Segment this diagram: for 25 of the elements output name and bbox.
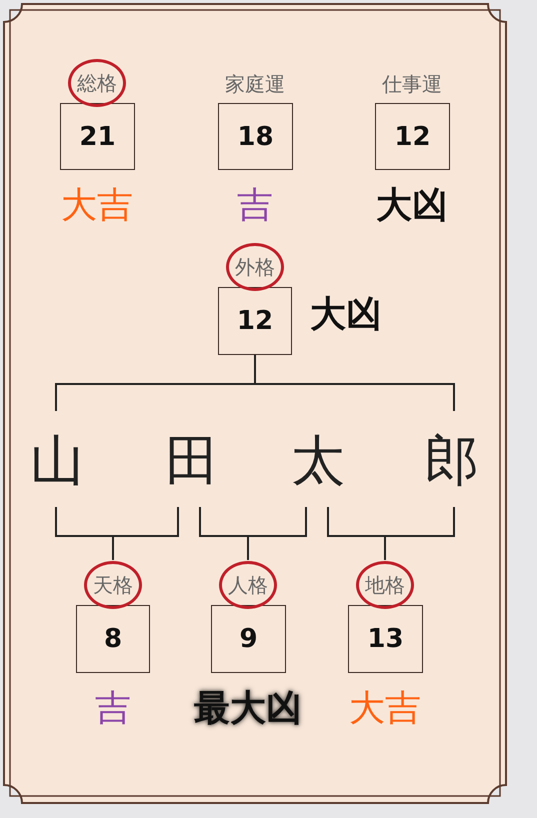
circled-heading: 地格 [356, 561, 414, 609]
name-character: 郎 [425, 434, 479, 488]
name-character: 山 [30, 434, 84, 488]
score-box: 8 [76, 605, 150, 673]
circled-heading: 外格 [226, 243, 284, 291]
fortune-label: 吉 [95, 691, 131, 727]
circled-heading: 天格 [84, 561, 142, 609]
fortune-label: 吉 [237, 188, 273, 224]
fortune-label: 大吉 [61, 188, 133, 224]
fortune-label: 大凶 [376, 188, 448, 224]
circled-heading: 人格 [219, 561, 277, 609]
score-box: 18 [218, 103, 293, 170]
name-character: 田 [165, 434, 219, 488]
score-box: 12 [375, 103, 450, 170]
score-box: 13 [348, 605, 423, 673]
heading: 仕事運 [382, 74, 442, 94]
fortune-label: 大吉 [349, 691, 421, 727]
heading: 家庭運 [225, 74, 285, 94]
score-box: 12 [218, 287, 292, 355]
score-box: 21 [60, 103, 135, 170]
score-box: 9 [211, 605, 286, 673]
circled-heading: 総格 [68, 59, 126, 107]
fortune-label: 大凶 [310, 297, 382, 333]
fortune-label: 最大凶 [194, 691, 302, 727]
name-character: 太 [291, 434, 345, 488]
